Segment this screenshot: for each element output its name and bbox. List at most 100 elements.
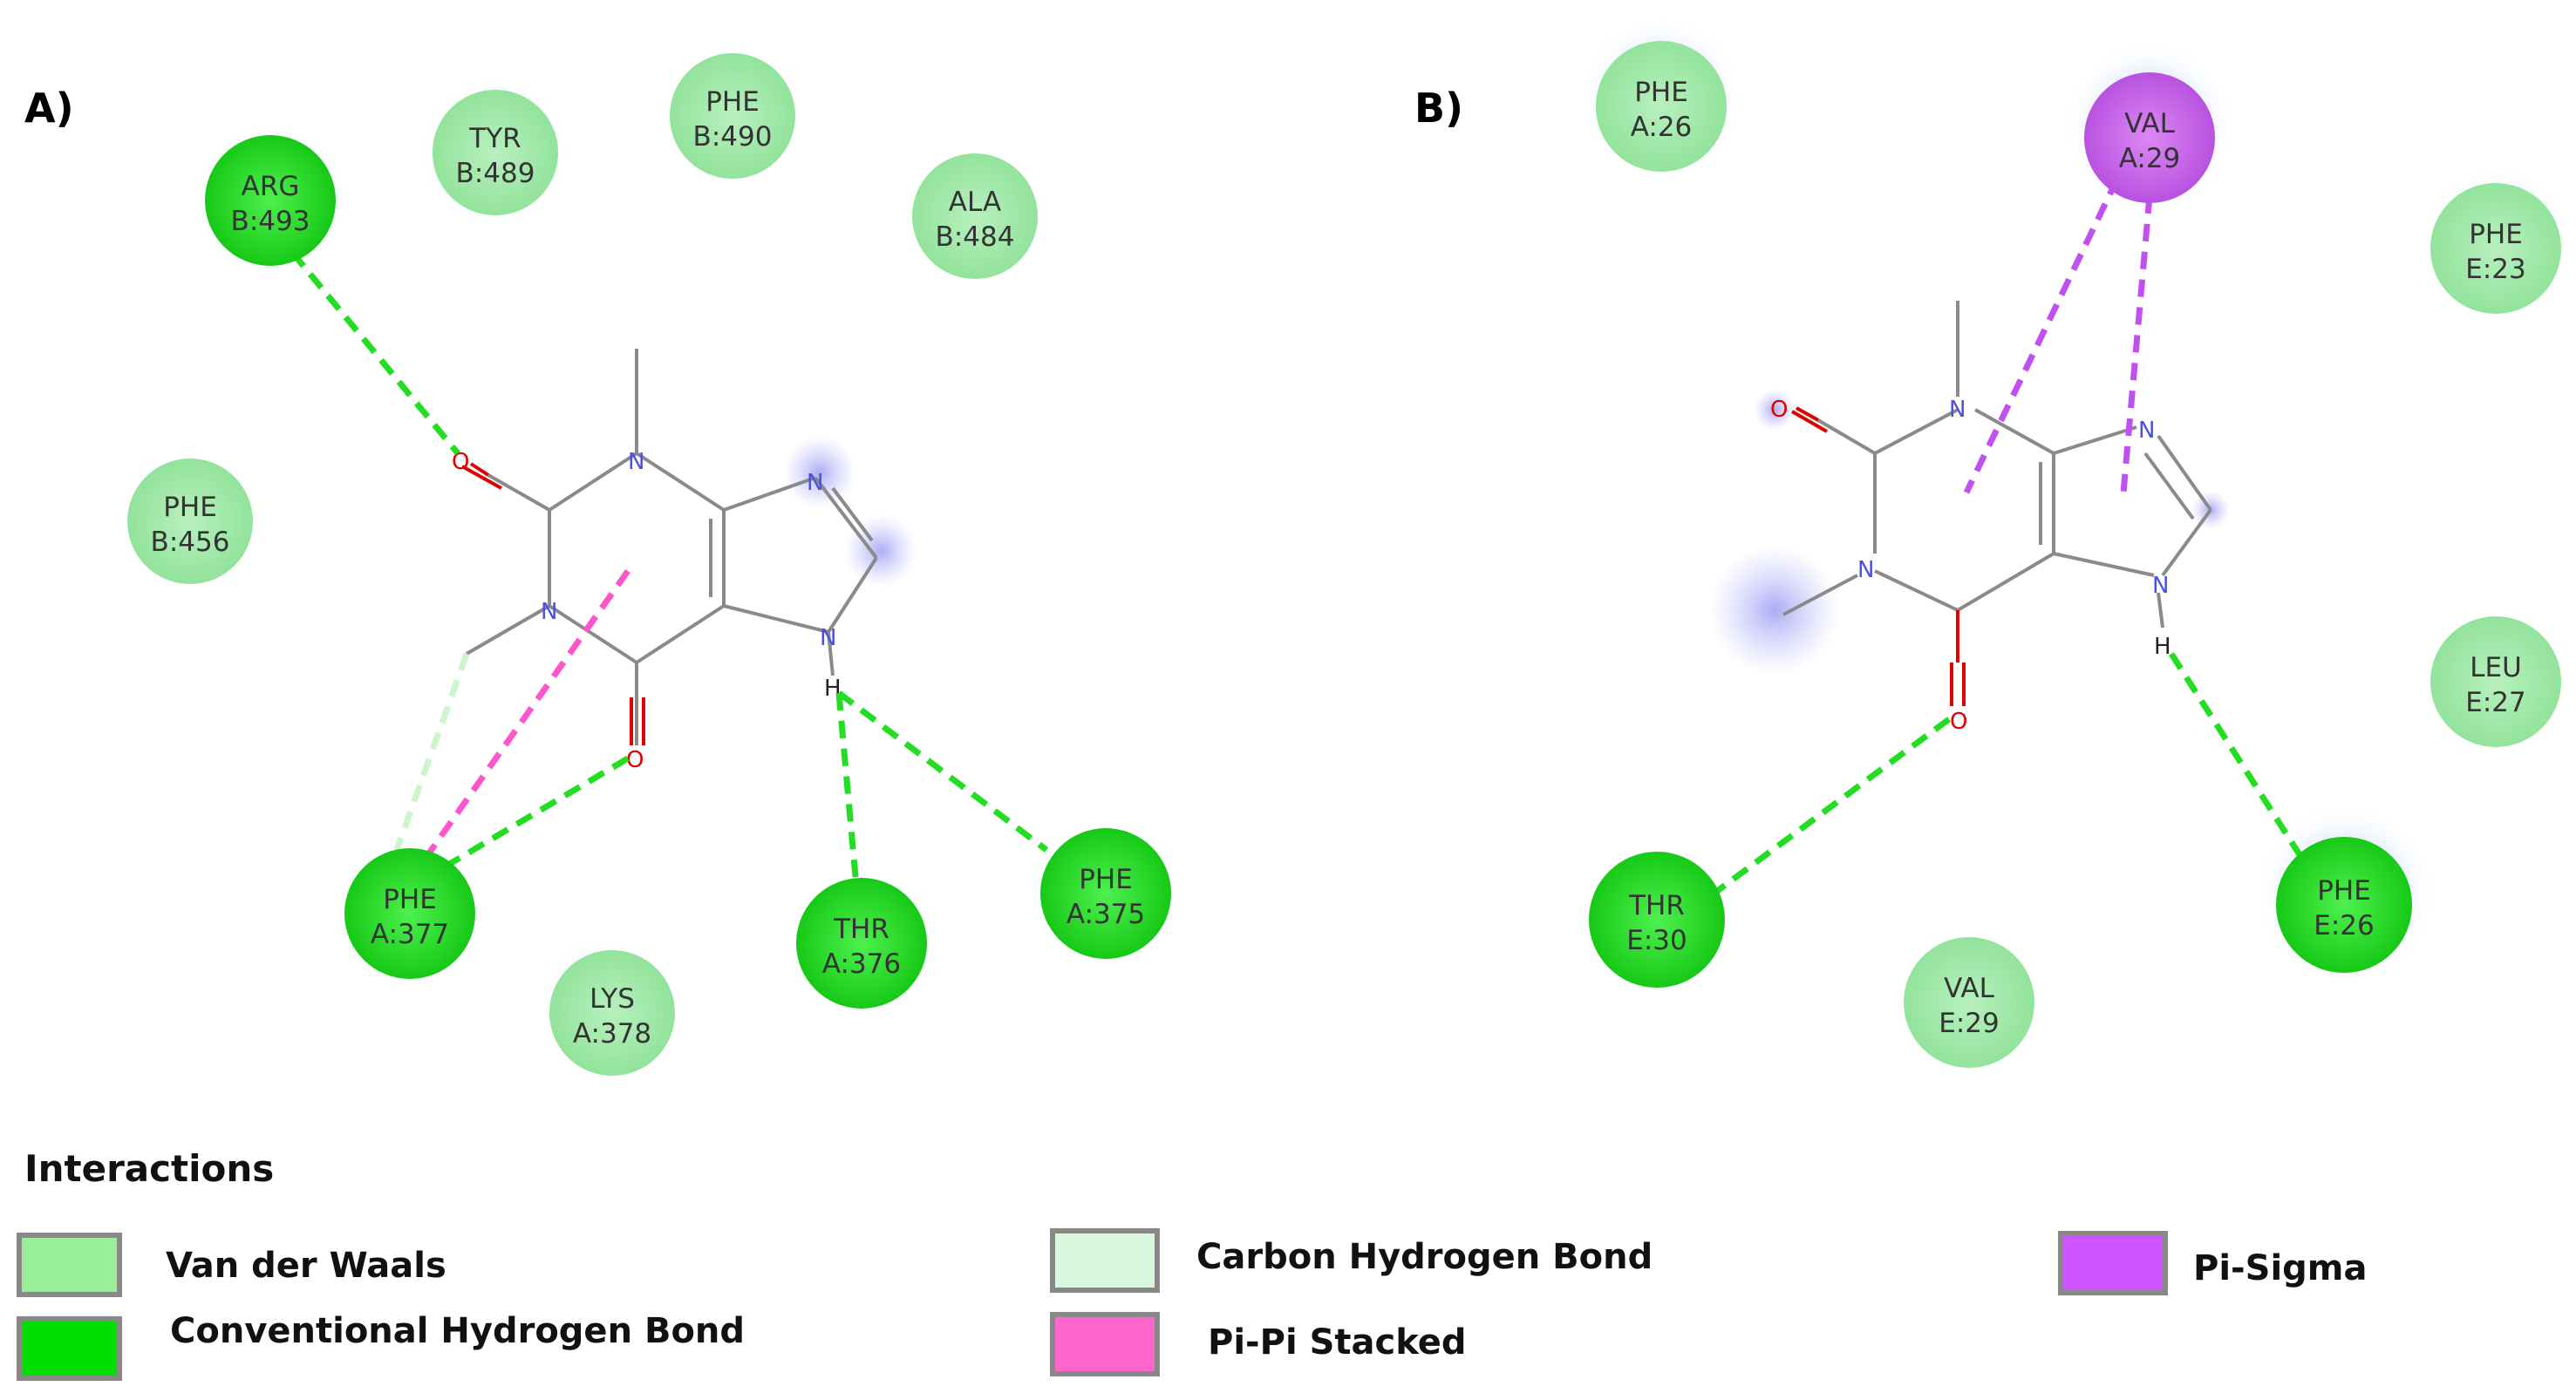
pipi-line	[407, 568, 630, 883]
residue-name: PHE	[1079, 864, 1133, 895]
ligand-a	[465, 349, 878, 745]
residue-id: A:375	[1067, 899, 1145, 930]
residue-id: B:489	[456, 158, 535, 189]
residue-id: B:490	[693, 121, 773, 153]
bond	[1974, 408, 2055, 455]
ligand-b-atoms: O N N N N H O	[1770, 397, 2171, 735]
residue-circle	[670, 53, 795, 179]
legend-swatch-hbond	[17, 1316, 122, 1381]
panel-b: B)	[1414, 15, 2570, 985]
bond	[1816, 418, 1877, 455]
residue-name: THR	[1628, 890, 1685, 921]
ligand-b-red-bonds	[1791, 406, 1966, 706]
bond	[487, 473, 550, 512]
pisigma-line	[1963, 177, 2121, 494]
residue-name: THR	[833, 914, 889, 945]
bond	[827, 631, 835, 676]
residue-circle	[205, 135, 336, 266]
residue-circle	[433, 90, 558, 215]
residue-name: PHE	[2469, 219, 2523, 250]
atom-hydrogen: H	[2154, 634, 2171, 660]
atom-nitrogen: N	[1949, 397, 1966, 423]
atom-nitrogen: N	[1857, 557, 1874, 583]
residue-circle	[1040, 828, 1171, 959]
residue-id: A:26	[1631, 112, 1693, 143]
hbond-line	[272, 228, 460, 456]
atom-nitrogen: N	[2152, 573, 2169, 599]
residue-node: PHE B:456	[127, 459, 253, 584]
legend-swatch-vdw	[17, 1233, 122, 1297]
pisigma-line	[2120, 195, 2153, 493]
atom-nitrogen: N	[807, 470, 823, 496]
residue-id: E:23	[2465, 254, 2525, 285]
bond	[723, 604, 829, 634]
residue-name: PHE	[1634, 77, 1688, 108]
residue-node: THR E:30	[1589, 852, 1725, 988]
residue-circle	[796, 878, 927, 1009]
residue-node: PHE A:26	[1596, 41, 1727, 172]
bond	[635, 604, 726, 664]
legend-title: Interactions	[24, 1147, 274, 1190]
residue-id: A:377	[371, 919, 449, 950]
atom-oxygen: O	[626, 747, 644, 773]
atom-nitrogen: N	[820, 625, 836, 651]
legend-label-pipi: Pi-Pi Stacked	[1208, 1322, 1467, 1363]
residue-layer: ARGB:493TYRB:489PHEB:490ALAB:484PHEB:456…	[127, 41, 2561, 1076]
residue-id: E:27	[2465, 687, 2525, 718]
residue-circle	[549, 950, 675, 1076]
residue-circle	[1904, 937, 2034, 1068]
bond	[2053, 552, 2155, 577]
residue-name: ALA	[949, 187, 1001, 218]
residue-id: E:29	[1939, 1008, 1999, 1039]
atom-nitrogen: N	[541, 599, 557, 625]
bond	[1796, 406, 1819, 422]
atom-oxygen: O	[452, 449, 469, 475]
bond	[548, 604, 638, 664]
legend-label-vdw: Van der Waals	[166, 1246, 446, 1286]
atom-nitrogen: N	[628, 449, 644, 475]
bond	[723, 476, 816, 512]
legend-swatch-pipi	[1050, 1312, 1160, 1376]
hbond-line	[1693, 717, 1952, 909]
bond	[2053, 425, 2137, 455]
ligand-b	[1782, 301, 2212, 629]
residue-node: TYR B:489	[433, 90, 558, 215]
bond	[1791, 410, 1828, 433]
panel-a-label: A)	[24, 85, 74, 132]
bond	[548, 452, 638, 512]
bond	[469, 462, 490, 477]
bond	[2157, 592, 2164, 629]
residue-name: TYR	[468, 123, 521, 154]
panel-b-label: B)	[1414, 85, 1463, 132]
residue-name: PHE	[705, 86, 760, 118]
interactions-a	[272, 228, 1049, 916]
legend-swatch-chbond	[1050, 1228, 1160, 1293]
residue-id: A:29	[2119, 143, 2181, 174]
residue-node: PHE A:377	[344, 848, 475, 979]
residue-node: PHE A:375	[1040, 828, 1171, 959]
residue-id: A:376	[822, 948, 901, 980]
bond	[2143, 452, 2195, 520]
bond	[814, 476, 878, 560]
residue-id: E:30	[1626, 925, 1687, 956]
residue-name: PHE	[383, 884, 437, 915]
bond	[2157, 434, 2212, 512]
residue-name: ARG	[242, 171, 300, 202]
bond	[1874, 569, 1959, 612]
residue-circle	[127, 459, 253, 584]
residue-id: B:456	[151, 527, 230, 558]
hbond-line	[836, 690, 1049, 853]
residue-name: PHE	[163, 492, 217, 523]
residue-circle	[1589, 852, 1725, 988]
atom-glow	[844, 514, 917, 588]
residue-id: B:484	[936, 221, 1015, 253]
residue-id: E:26	[2314, 910, 2374, 941]
residue-name: PHE	[2317, 875, 2371, 907]
